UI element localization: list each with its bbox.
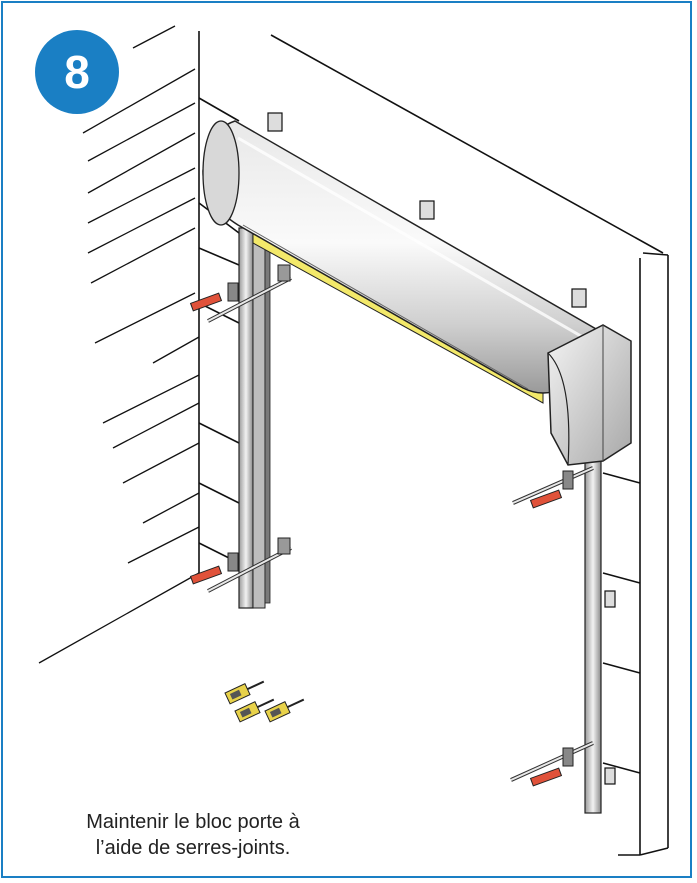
step-number-badge: 8 <box>35 30 119 114</box>
bar-clamp-icon-group <box>224 680 305 723</box>
wall-siding-lines <box>38 25 200 664</box>
step-number: 8 <box>64 46 90 98</box>
bar-clamp-lower-left <box>189 537 292 593</box>
caption-line-2: l’aide de serres-joints. <box>95 837 291 859</box>
right-guide-rail <box>584 442 602 814</box>
instruction-caption: Maintenir le bloc porte à l’aide de serr… <box>43 809 343 861</box>
roller-door-illustration <box>38 25 669 856</box>
mounting-brackets <box>267 112 616 785</box>
caption-line-1: Maintenir le bloc porte à <box>86 811 300 833</box>
left-guide-rail <box>238 227 271 609</box>
bar-clamp-upper-left <box>189 264 292 323</box>
bar-clamp-upper-right <box>512 466 594 509</box>
motor-box <box>547 324 632 466</box>
bar-clamp-lower-right <box>510 741 594 787</box>
